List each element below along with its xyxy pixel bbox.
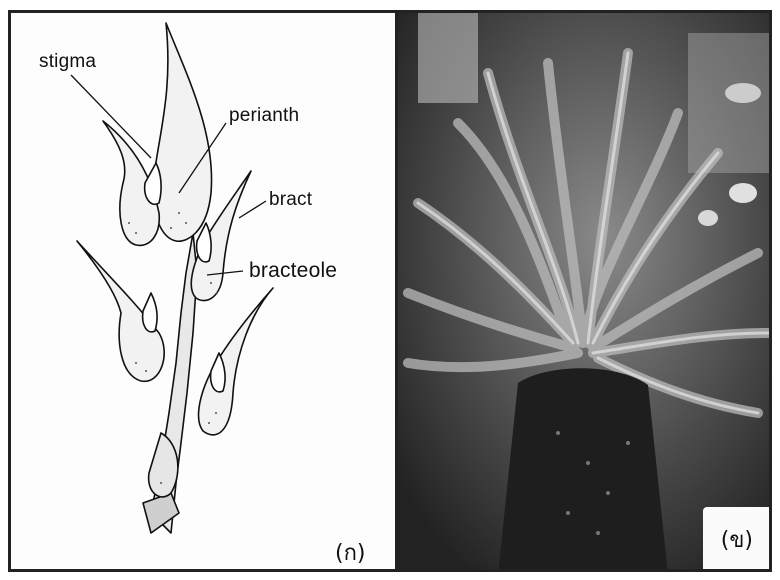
label-bract: bract	[269, 189, 312, 211]
panel-b-photo: (ข)	[398, 10, 772, 572]
panel-a-drawing: stigma perianth bract bracteole (ก)	[8, 10, 398, 572]
plant-photograph	[398, 13, 772, 572]
panel-letter-b: (ข)	[721, 522, 753, 557]
inflorescence-drawing	[11, 13, 395, 569]
label-bracteole: bracteole	[249, 259, 337, 283]
panel-letter-a: (ก)	[335, 535, 366, 570]
label-perianth: perianth	[229, 105, 299, 127]
label-stigma: stigma	[39, 51, 96, 73]
